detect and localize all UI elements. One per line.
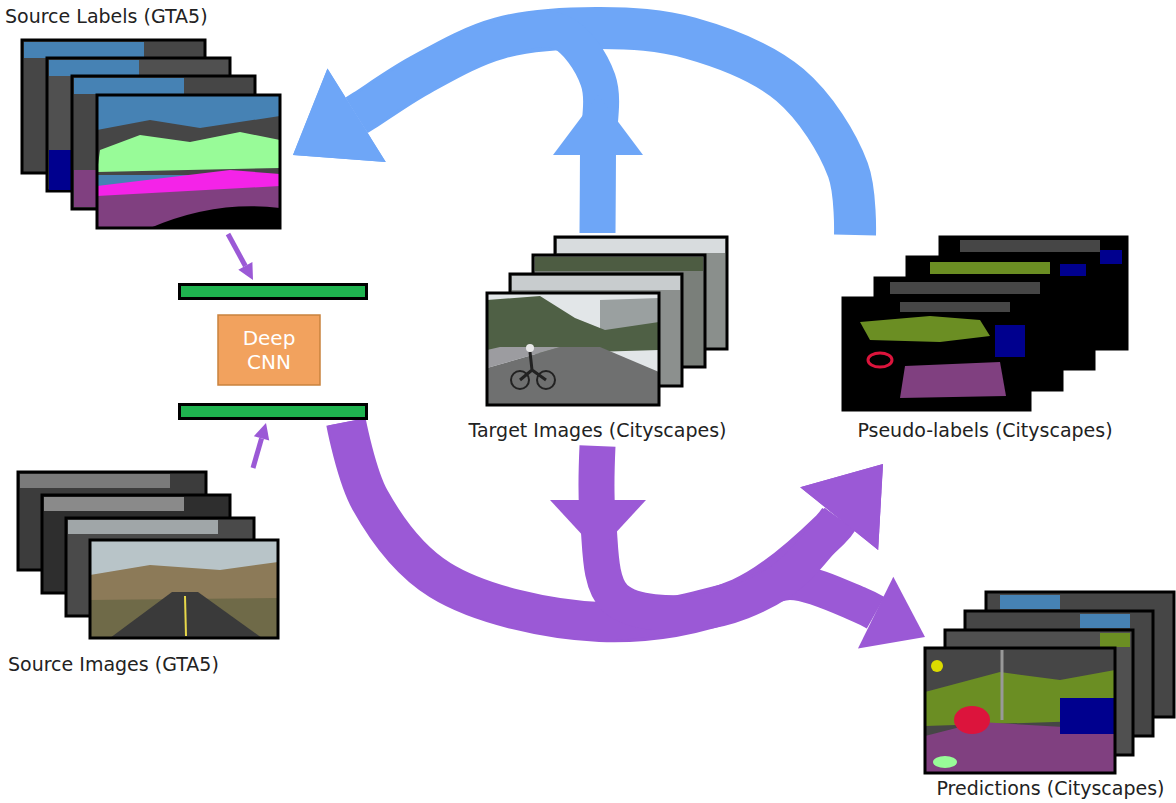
label-stack: [843, 237, 1127, 410]
stack-caption: Source Images (GTA5): [8, 653, 219, 676]
arrow-head: [238, 262, 253, 280]
stack-caption: Predictions (Cityscapes): [936, 777, 1164, 800]
arrow-head: [800, 464, 883, 550]
cyclist: [520, 352, 546, 380]
region: [960, 240, 1100, 252]
region: [97, 186, 280, 228]
layer-bar: [180, 405, 367, 419]
road-line: [185, 596, 186, 636]
region: [535, 257, 703, 271]
cnn-block: Deep CNN: [178, 283, 368, 420]
region: [868, 353, 892, 367]
region: [20, 474, 170, 488]
image-stack: Target Images (Cityscapes): [430, 237, 765, 442]
arrow-head: [254, 423, 269, 441]
frame: [90, 540, 278, 638]
frame: [925, 648, 1115, 773]
region: [487, 347, 560, 368]
image-stack: [18, 472, 278, 638]
arrow-head: [293, 69, 386, 162]
label-stack: [22, 40, 280, 228]
region: [68, 520, 218, 534]
frame: [97, 95, 280, 228]
network-box: [218, 315, 320, 385]
region: [1000, 595, 1060, 609]
region: [49, 150, 71, 190]
region: [74, 170, 96, 207]
region: [933, 756, 957, 768]
region: [890, 282, 1040, 294]
region: [930, 262, 1050, 274]
region: [150, 206, 280, 228]
stack-caption: Pseudo-labels (Cityscapes): [857, 419, 1112, 442]
frame: [97, 95, 280, 228]
region: [1080, 614, 1130, 628]
connector-line: [253, 438, 262, 468]
region: [1060, 264, 1086, 276]
connector-line: [228, 234, 245, 266]
connector: [293, 28, 855, 235]
region: [900, 302, 1010, 312]
down-arrow-head: [550, 500, 646, 552]
region: [24, 42, 144, 58]
frame: [487, 293, 659, 405]
region: [1060, 698, 1115, 734]
region: [49, 60, 139, 76]
arrow-head: [858, 577, 925, 649]
region: [97, 132, 280, 172]
block-label: Deep CNN: [218, 315, 320, 385]
region: [487, 296, 659, 355]
region: [44, 497, 184, 511]
connector-line: [357, 29, 602, 233]
frame: [90, 540, 278, 638]
region: [931, 660, 943, 672]
region: [557, 239, 725, 253]
region: [487, 347, 659, 405]
image-stack: Predictions (Cityscapes): [925, 592, 1176, 800]
region: [1100, 250, 1122, 264]
region: [110, 592, 262, 638]
frame: [487, 293, 659, 405]
region: [860, 316, 990, 342]
image-stack: Source Images (GTA5): [3, 470, 285, 676]
connector: [346, 422, 883, 622]
region: [995, 325, 1025, 357]
connector-line: [357, 28, 855, 235]
region: [74, 78, 184, 94]
up-arrow-head: [553, 95, 643, 155]
pole: [1001, 650, 1004, 720]
region: [97, 116, 280, 175]
cyclist: [526, 344, 534, 352]
connector: [228, 234, 253, 280]
connector: [346, 422, 925, 649]
image-stack: Pseudo-labels (Cityscapes): [843, 237, 1127, 442]
region: [900, 362, 1006, 398]
stack-caption: Source Labels (GTA5): [5, 5, 208, 28]
image-stack: [487, 237, 727, 405]
connector-line: [597, 446, 840, 613]
connector-line: [346, 422, 876, 622]
region: [954, 706, 990, 734]
connector: [253, 423, 269, 468]
stack-caption: Target Images (Cityscapes): [469, 419, 727, 442]
layer-bar: [180, 285, 367, 299]
prediction-stack: [925, 592, 1174, 773]
frame: [843, 298, 1030, 410]
region: [512, 276, 680, 290]
connector: [597, 446, 883, 613]
region: [1100, 633, 1130, 647]
connector-line: [346, 422, 839, 622]
image-stack: Source Labels (GTA5): [3, 5, 285, 231]
connector: [293, 29, 601, 233]
frame: [925, 648, 1115, 773]
frame: [843, 298, 1030, 410]
